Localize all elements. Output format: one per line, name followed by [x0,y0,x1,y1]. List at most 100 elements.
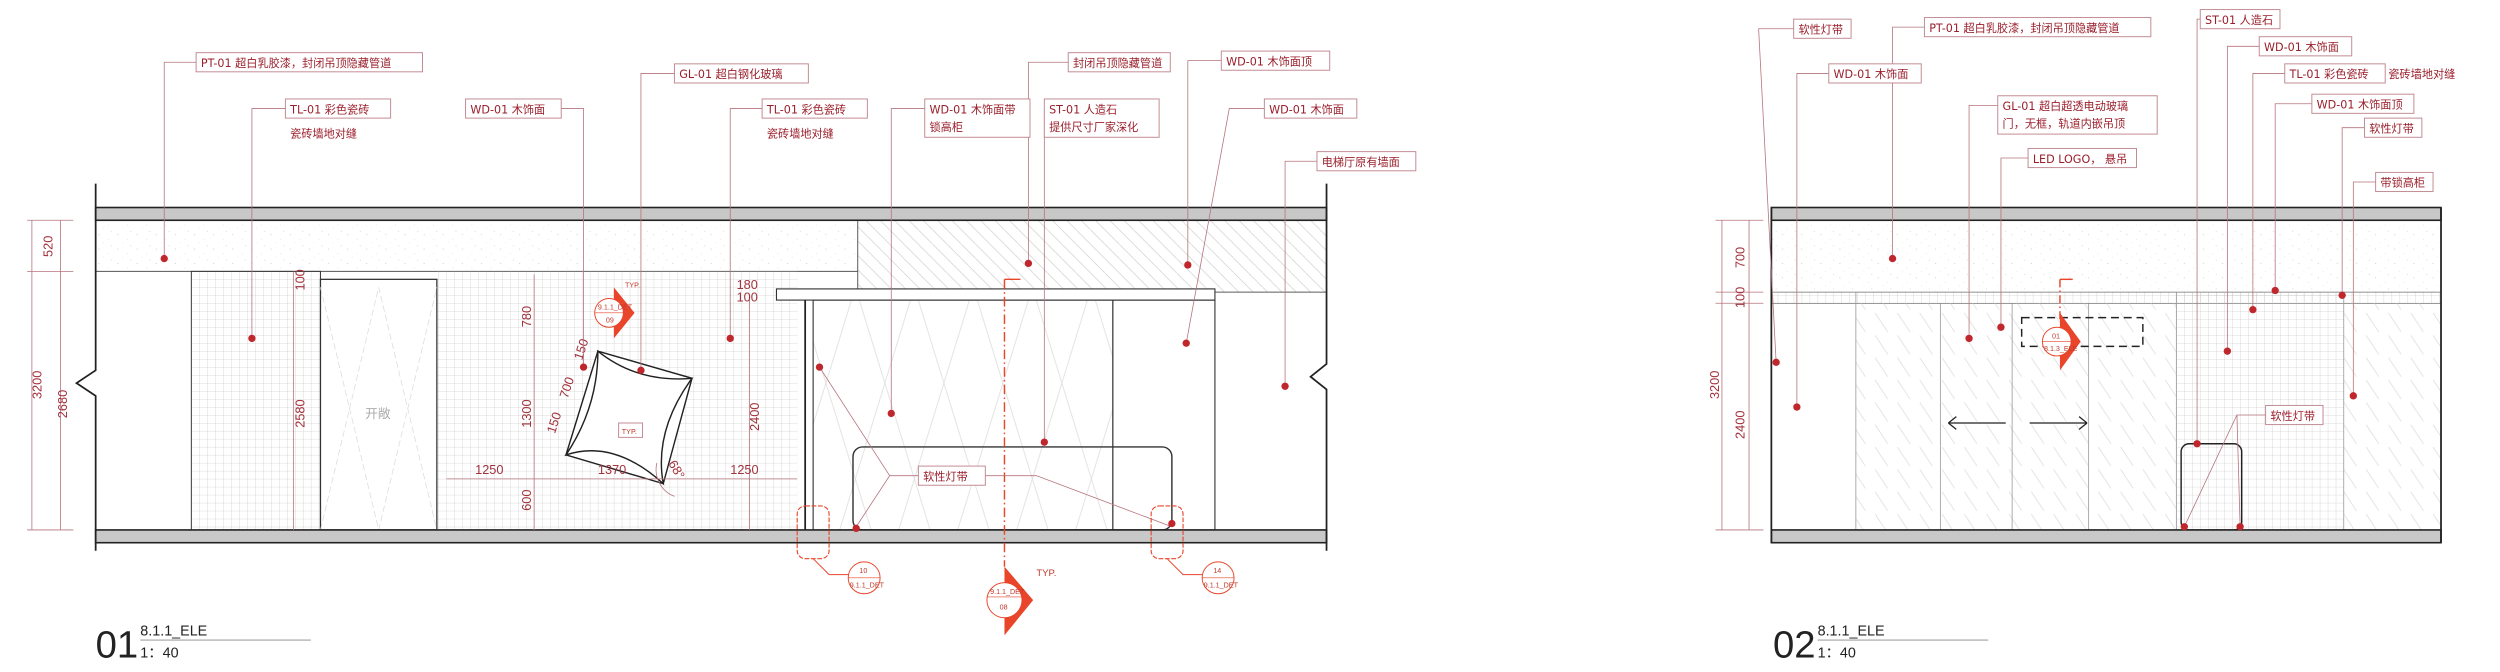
e1-markers-2-num: 08 [1000,604,1008,612]
e2-dimensions-d700: 700 [1732,247,1747,268]
right-wall-break [1309,183,1328,551]
dim-1250b: 1250 [730,462,758,477]
door-label: 开敞 [365,406,391,421]
e1-markers-3-sheet: 9.1.1_DET [1204,581,1239,589]
callout-tl01-2: TL-01 彩色瓷砖瓷砖墙地对缝 [2284,63,2455,84]
e1-markers-0-sheet: 9.1.1_DET [598,304,633,312]
e1-number: 01 [96,624,139,667]
dim-150a: 150 [571,337,592,362]
glass-doors [1855,303,2177,530]
detail-marker-09[interactable]: 9.1.1_DET 09 TYP. [594,281,640,339]
detail-marker-14[interactable]: 14 9.1.1_DET [1150,505,1239,595]
e2-marker-sheet: 8.1.3_ELE [2044,345,2078,353]
callout-wd01-a2: WD-01 木饰面 [1828,63,1922,84]
sliding-arrows-icon [1947,416,2088,430]
e1-labels-5-line1: WD-01 木饰面带 [930,102,1016,116]
dimensions-02: 700 100 3200 2400 [1707,219,1764,531]
callout-st01-2: ST-01 人造石 [2199,9,2281,30]
callout-wd01-a: WD-01 木饰面 [465,98,562,119]
e1-labels-7-line2: 提供尺寸厂家深化 [1049,120,1138,134]
elevation-02: 700 100 3200 2400 软性灯带 WD-01 木饰面 PT-01 超… [1707,9,2455,667]
callout-pt01: PT-01 超白乳胶漆，封闭吊顶隐藏管道 [195,52,423,73]
callout-existing-wall: 电梯厅原有墙面 [1316,151,1417,172]
ceiling-plaster-02 [1771,220,2442,293]
e2-dimensions-d100: 100 [1732,287,1747,308]
e1-labels-1-line1: TL-01 彩色瓷砖 [289,102,369,116]
dim-150b: 150 [543,410,564,435]
glass-panels [812,299,1114,531]
dim-180: 180 [737,277,758,292]
detail-marker-10[interactable]: 109.1.1_DET [796,505,885,595]
e2-labels-11-line1: 软性灯带 [2270,409,2315,423]
e1-markers-3-num: 14 [1213,567,1221,575]
e2-marker-num: 01 [2052,332,2060,340]
dim-2400: 2400 [747,403,762,431]
elevation-marker-01[interactable]: 01 8.1.3_ELE [2041,312,2081,371]
e2-labels-8-line1: WD-01 木饰面顶 [2317,98,2403,112]
callout-light-strip: 软性灯带 [917,465,986,486]
dim-2680: 2680 [55,390,70,418]
e2-labels-3-line2: 门，无框，轨道内嵌吊顶 [2003,117,2126,131]
diamond-feature: TYP. 68° [564,349,694,497]
dim-angle: 68° [665,457,688,481]
e2-labels-2-line1: PT-01 超白乳胶漆，封闭吊顶隐藏管道 [1929,21,2119,35]
dim-520: 520 [41,236,56,257]
dim-3200: 3200 [29,371,44,399]
e1-labels-6-line1: 封闭吊顶隐藏管道 [1073,56,1162,70]
e2-labels-1-line1: WD-01 木饰面 [1834,67,1909,81]
e1-labels-5-line2: 锁高柜 [930,120,963,134]
callout-gl01: GL-01 超白钢化玻璃 [673,63,809,84]
e2-ref: 8.1.1_ELE [1818,623,1885,639]
e2-labels-9-line1: 软性灯带 [2369,121,2414,135]
e1-labels-11-line1: 软性灯带 [923,469,968,483]
callout-pt01-2: PT-01 超白乳胶漆，封闭吊顶隐藏管道 [1923,17,2152,38]
material-callouts-02: 软性灯带 WD-01 木饰面 PT-01 超白乳胶漆，封闭吊顶隐藏管道 GL-0… [1758,9,2455,531]
callout-light-strip-a: 软性灯带 [1793,18,1852,39]
floor-slab-02 [1770,529,2442,544]
e1-labels-8-line1: WD-01 木饰面顶 [1226,54,1312,68]
e2-labels-3-line1: GL-01 超白超透电动玻璃 [2003,99,2129,113]
dim-700: 700 [556,375,577,400]
dim-100b: 100 [737,290,758,305]
e1-markers-0-num: 09 [606,316,614,324]
ceiling-slab [94,206,1328,222]
dim-1370: 1370 [598,462,626,477]
callout-led-logo: LED LOGO， 悬吊 [2027,147,2137,169]
e1-labels-2-line1: WD-01 木饰面 [470,102,545,116]
dim-780: 780 [519,306,534,327]
e1-labels-9-line1: WD-01 木饰面 [1269,102,1344,116]
walls-02 [1770,207,2442,543]
dim-600: 600 [519,489,534,510]
callout-wd01-b: WD-01 木饰面 [1263,98,1358,119]
e2-labels-6-line1: WD-01 木饰面 [2264,40,2339,54]
dim-100: 100 [293,269,308,290]
dim-1250a: 1250 [475,462,503,477]
e1-scale: 1：40 [140,646,178,662]
e1-labels-0-line1: PT-01 超白乳胶漆，封闭吊顶隐藏管道 [201,56,391,70]
e2-dimensions-d3200: 3200 [1707,371,1722,399]
drawing-title-01: 01 8.1.1_ELE 1：40 [96,623,311,667]
callout-wd01-ceiling: WD-01 木饰面顶 [1220,50,1331,71]
e1-labels-4-note: 瓷砖墙地对缝 [767,126,834,140]
e1-markers-2-top: TYP. [1036,568,1056,579]
panel-joints [1855,292,2345,530]
dimensions-01: 520 3200 2680 100 2580 780 1300 600 180 … [27,219,798,531]
e1-labels-3-line1: GL-01 超白钢化玻璃 [679,67,782,81]
callout-light-strip-c: 软性灯带 [2265,404,2324,426]
e2-labels-10-line1: 带锁高柜 [2380,176,2425,190]
e1-markers-0-top: TYP. [625,281,640,289]
elevation-01: 开敞 TYP. 68° 520 3200 2680 100 25 [27,50,1417,667]
e2-labels-7-note: 瓷砖墙地对缝 [2388,67,2455,81]
e1-labels-4-line1: TL-01 彩色瓷砖 [766,102,846,116]
ceiling-slab-02 [1770,206,2442,222]
led-logo-outline [2020,316,2144,348]
e1-labels-7-line1: ST-01 人造石 [1049,102,1117,116]
e1-markers-1-num: 10 [859,567,867,575]
